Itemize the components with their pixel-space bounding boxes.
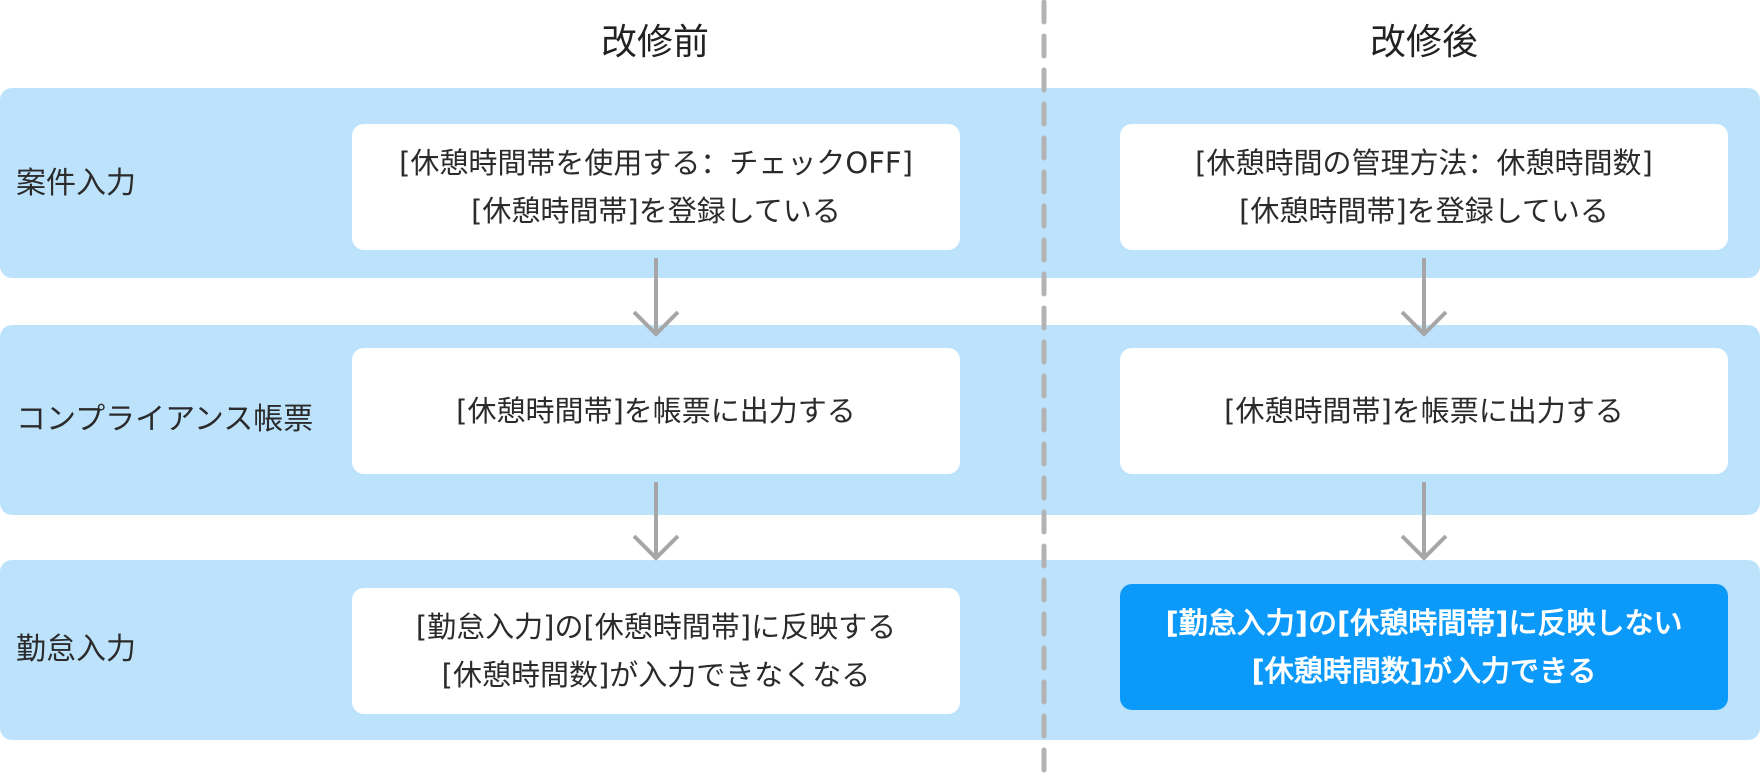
box-line: [休憩時間数]が入力できる <box>1251 654 1597 688</box>
row-label-case-input: 案件入力 <box>16 166 136 201</box>
box-line: [勤怠入力]の[休憩時間帯]に反映する <box>415 610 897 644</box>
box-line: [休憩時間数]が入力できなくなる <box>441 658 871 692</box>
box-line: [休憩時間帯]を帳票に出力する <box>1224 394 1624 428</box>
row-label-compliance-report: コンプライアンス帳票 <box>16 402 314 437</box>
box-after-case-input: [休憩時間の管理方法：休憩時間数] [休憩時間帯]を登録している <box>1120 124 1728 250</box>
row-label-attendance-input: 勤怠入力 <box>16 632 136 667</box>
box-before-attendance-input: [勤怠入力]の[休憩時間帯]に反映する [休憩時間数]が入力できなくなる <box>352 588 960 714</box>
box-line: [休憩時間帯を使用する：チェックOFF] <box>399 146 913 180</box>
box-before-compliance-report: [休憩時間帯]を帳票に出力する <box>352 348 960 474</box>
box-line: [休憩時間帯]を登録している <box>1239 194 1609 228</box>
column-header-before: 改修前 <box>600 22 709 63</box>
box-before-case-input: [休憩時間帯を使用する：チェックOFF] [休憩時間帯]を登録している <box>352 124 960 250</box>
column-header-after: 改修後 <box>1369 22 1478 63</box>
box-line: [休憩時間の管理方法：休憩時間数] <box>1195 146 1653 180</box>
box-line: [休憩時間帯]を帳票に出力する <box>456 394 856 428</box>
box-after-compliance-report: [休憩時間帯]を帳票に出力する <box>1120 348 1728 474</box>
box-line: [休憩時間帯]を登録している <box>471 194 841 228</box>
box-line: [勤怠入力]の[休憩時間帯]に反映しない <box>1165 606 1683 640</box>
box-after-attendance-input: [勤怠入力]の[休憩時間帯]に反映しない [休憩時間数]が入力できる <box>1120 584 1728 710</box>
